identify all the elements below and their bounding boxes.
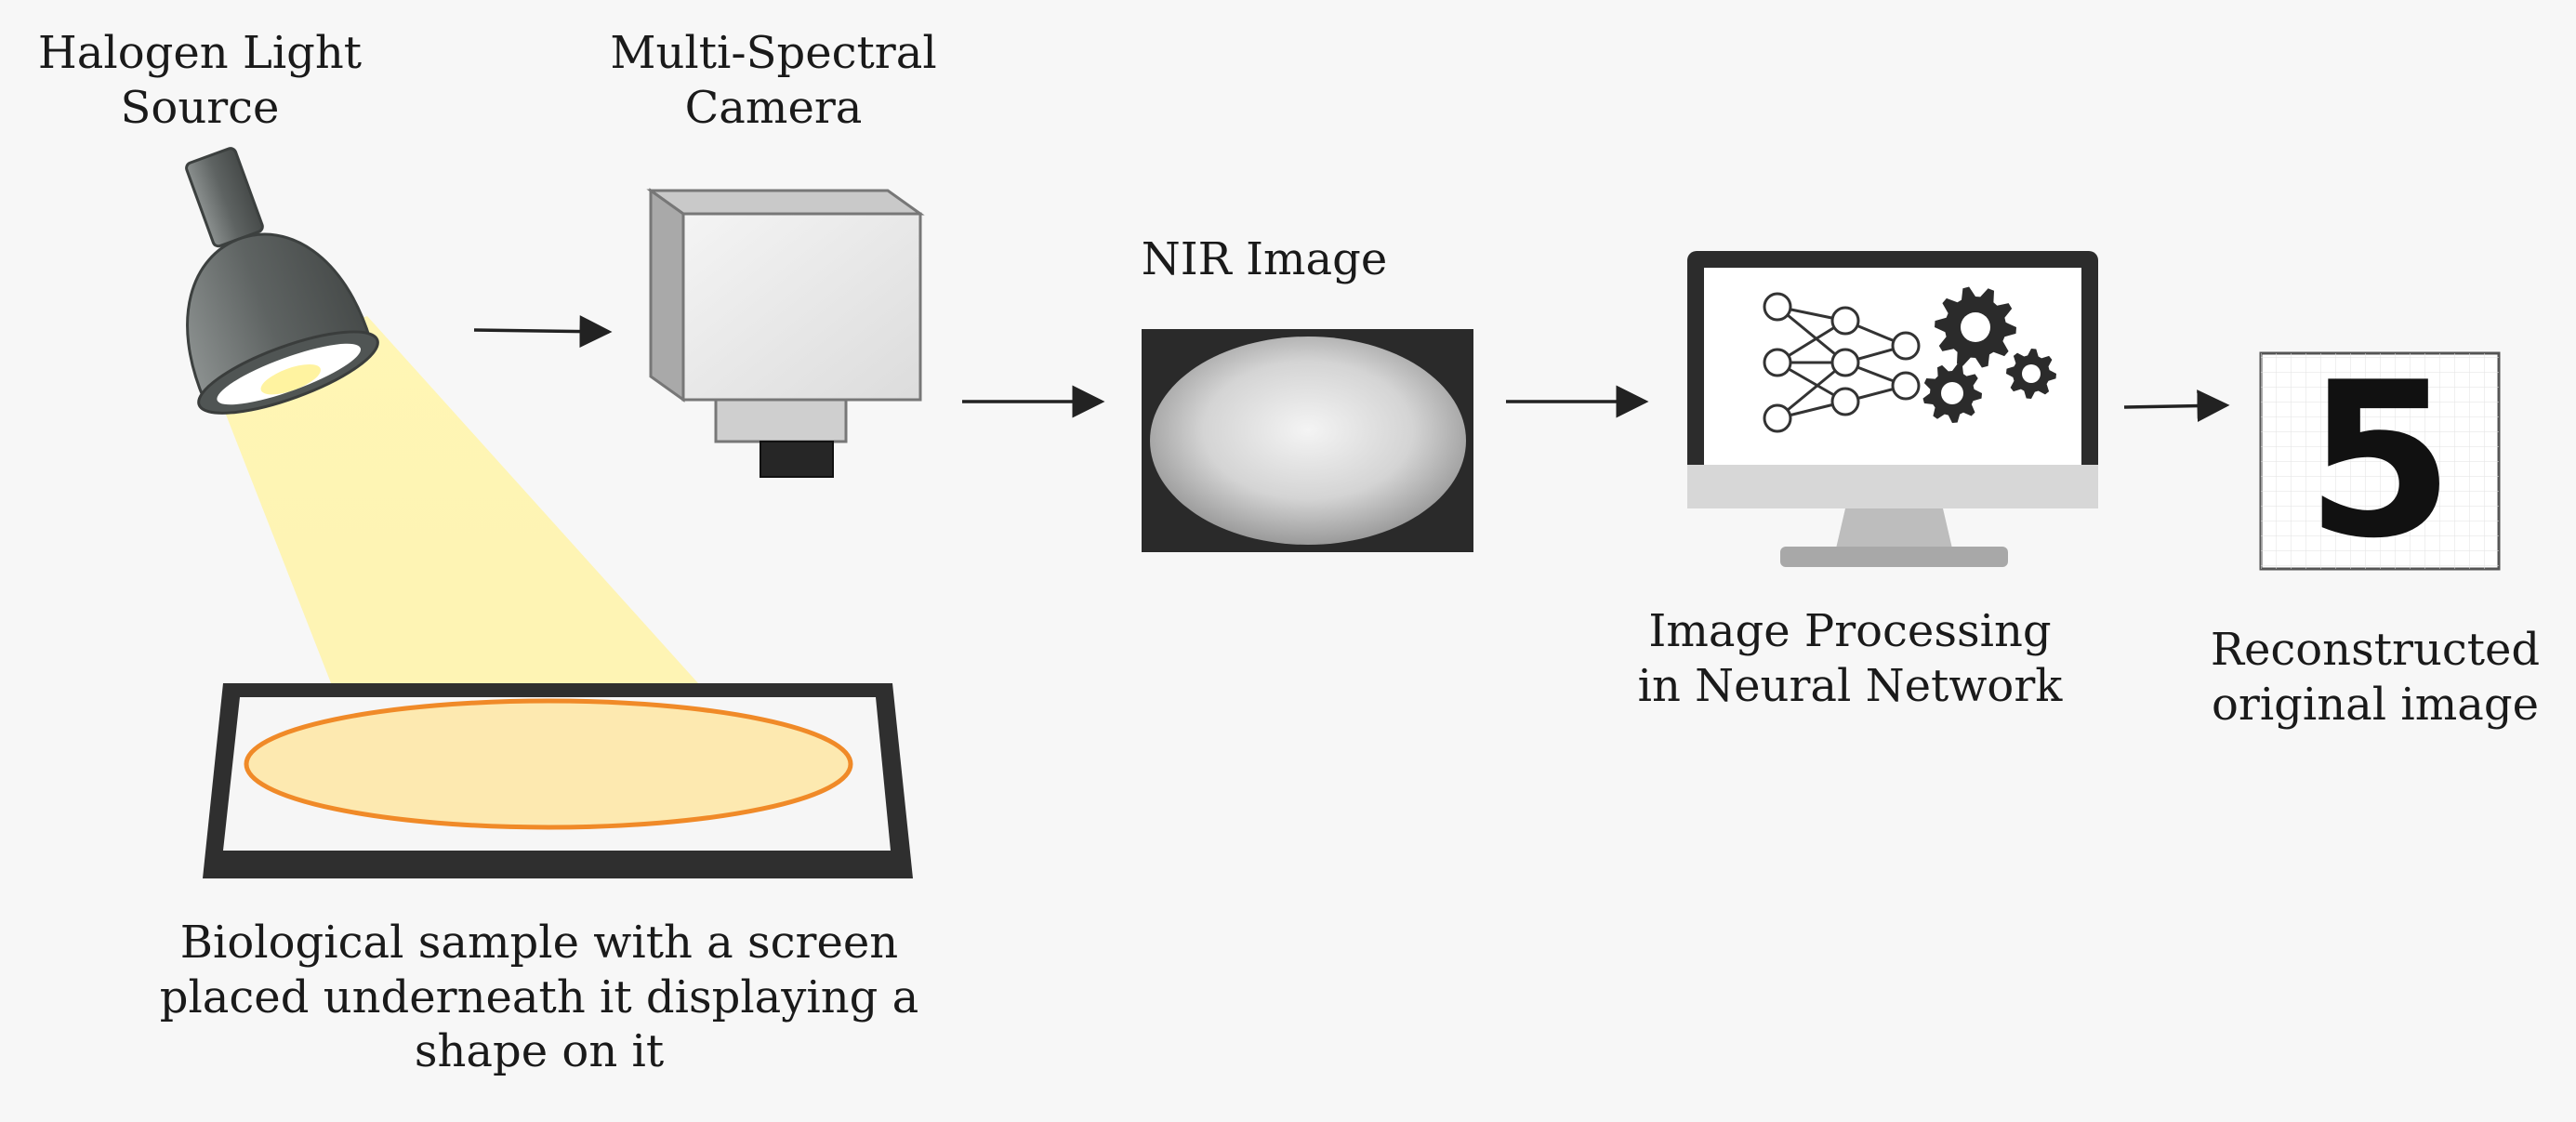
label-line: Multi-Spectral (610, 27, 937, 79)
label-image-processing: Image Processing in Neural Network (1599, 604, 2101, 713)
reconstructed-digit: 5 (2305, 337, 2454, 586)
label-line: Camera (684, 81, 863, 134)
sample-screen (203, 683, 913, 878)
gear-large-icon-hole (1961, 312, 1990, 342)
label-multi-spectral-camera: Multi-Spectral Camera (569, 26, 978, 135)
label-line: original image (2211, 678, 2540, 731)
label-biological-sample: Biological sample with a screen placed u… (112, 916, 967, 1079)
label-line: Halogen Light (37, 27, 363, 79)
gear-small-icon-hole (2022, 364, 2041, 383)
label-reconstructed-image: Reconstructed original image (2189, 623, 2561, 732)
light-beam (209, 316, 707, 693)
label-line: Image Processing (1648, 605, 2052, 657)
halogen-lamp-icon (185, 147, 379, 415)
label-line: placed underneath it displaying a (159, 970, 919, 1023)
gears-icon (1922, 286, 2056, 423)
camera-icon (646, 188, 925, 478)
label-line: Source (120, 81, 280, 134)
label-line: in Neural Network (1637, 659, 2063, 712)
nir-image (1142, 329, 1473, 552)
label-line: NIR Image (1141, 233, 1388, 285)
label-line: Reconstructed (2210, 624, 2541, 676)
label-line: Biological sample with a screen (179, 917, 899, 969)
reconstructed-image: 5 (2259, 337, 2501, 586)
label-nir-image: NIR Image (1111, 232, 1418, 287)
neural-network-icon (1763, 292, 1921, 433)
monitor-icon (1687, 251, 2098, 567)
gear-medium-icon-hole (1941, 382, 1963, 404)
label-halogen-light-source: Halogen Light Source (14, 26, 386, 135)
arrow-network-to-output (2123, 389, 2230, 423)
arrow-lamp-to-camera (473, 315, 613, 349)
label-line: shape on it (414, 1025, 665, 1078)
sample-shape-ellipse (244, 698, 853, 830)
